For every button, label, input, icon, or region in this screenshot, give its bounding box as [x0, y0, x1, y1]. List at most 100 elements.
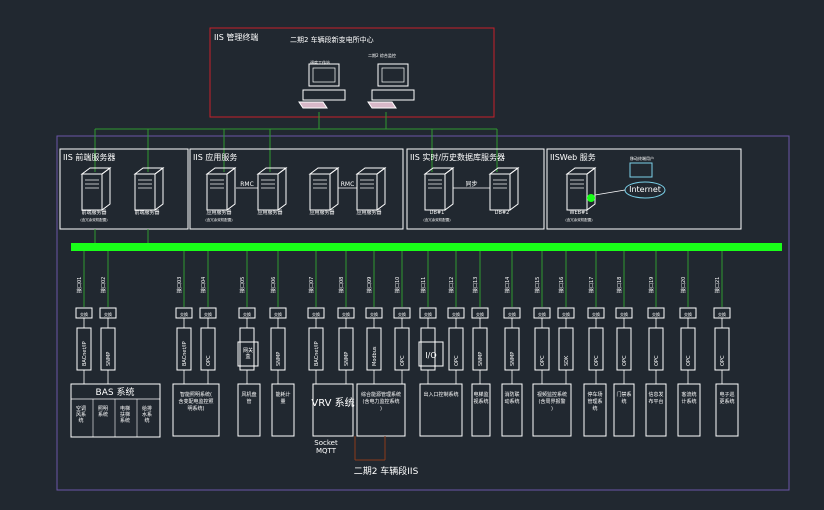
server-1-0-icon [205, 167, 237, 211]
drop-label-8: 接口09 [366, 277, 373, 293]
server-1-2-icon [308, 167, 340, 211]
bas-sub-3: 给排水系统 [142, 405, 152, 424]
subsystem-13-frame [715, 383, 739, 437]
server-link-label-2-0: 同步 [465, 180, 477, 188]
gateway-label-0: BACnet/IP [82, 341, 88, 366]
outer-system-frame [56, 135, 790, 491]
server-side [509, 167, 519, 211]
gateway-label-5: SNMP [276, 352, 282, 366]
node-label-9: 交换 [398, 311, 406, 317]
drop-label-14: 接口15 [534, 277, 541, 293]
node-label-11: 交换 [452, 311, 460, 317]
gateway-label-15: SDK [564, 355, 570, 366]
node-label-14: 交换 [538, 311, 546, 317]
subsystem-9-frame [583, 383, 607, 437]
server-1-3-icon [355, 167, 387, 211]
gateway-box-10 [420, 327, 436, 371]
workstation-1-icon [298, 63, 346, 109]
subsystem-2-label: 能耗计量 [275, 391, 290, 405]
server-2-0-icon [423, 167, 455, 211]
server-front [134, 173, 156, 211]
gateway-label-1: SNMP [106, 352, 112, 366]
server-side [101, 167, 111, 211]
server-0-0-icon [80, 167, 112, 211]
gateway-label-17: OPC [622, 355, 628, 366]
subsystem-10-label: 门禁系统 [616, 391, 631, 405]
server-1-1-label: 应用服务器 [257, 209, 282, 216]
drop-label-11: 接口12 [448, 277, 455, 293]
node-label-8: 交换 [370, 311, 378, 317]
server-link-label-1-0: RMC [240, 181, 254, 188]
bottom-label: 二期2 车辆段IIS [354, 465, 419, 477]
node-label-5: 交换 [274, 311, 282, 317]
subsystem-5-frame [419, 383, 463, 437]
server-group-1-title: IIS 应用服务 [193, 152, 237, 162]
monitor [308, 63, 340, 87]
subsystem-1-label: 风机盘管 [241, 391, 256, 405]
drop-label-3: 接口04 [200, 277, 207, 293]
monitor-screen [312, 67, 336, 83]
server-side [376, 167, 386, 211]
gateway-label-12: SNMP [478, 352, 484, 366]
subsystem-7-label: 消防联动系统 [504, 391, 519, 405]
subsystem-8-label: 视频监控系统(含周界报警) [537, 391, 567, 412]
node-detail-box [237, 341, 259, 367]
server-side [154, 167, 164, 211]
gateway-label-7: SNMP [344, 352, 350, 366]
keyboard [298, 101, 328, 109]
server-side [226, 167, 236, 211]
node-label-0: 交换 [80, 311, 88, 317]
server-0-0-sub: (含冗余双机配置) [80, 217, 108, 222]
node-label-4: 交换 [243, 311, 251, 317]
server-group-1-frame [189, 148, 404, 230]
server-front [424, 173, 446, 211]
gateway-label-20: OPC [720, 355, 726, 366]
management-center-label: 二期2 车辆段新变电所中心 [290, 35, 374, 44]
subsystem-9-label: 停车场管理系统 [587, 391, 602, 412]
network-backbone [71, 243, 782, 251]
server-front [566, 173, 588, 211]
drop-label-12: 接口13 [472, 277, 479, 293]
server-front [81, 173, 103, 211]
subsystem-6-frame [471, 383, 491, 437]
subsystem-4-frame [356, 383, 406, 437]
bas-sub-2: 电梯扶梯系统 [120, 405, 130, 424]
drop-label-4: 接口05 [239, 277, 246, 293]
server-2-0-sub: (含冗余双机配置) [423, 217, 451, 222]
subsystem-2-frame [271, 383, 295, 437]
server-front [257, 173, 279, 211]
drop-label-13: 接口14 [504, 277, 511, 293]
drop-label-15: 接口16 [558, 277, 565, 293]
io-label: I/O [425, 351, 436, 360]
drop-label-19: 接口20 [680, 277, 687, 293]
server-side [586, 167, 596, 211]
bas-title: BAS 系统 [96, 386, 135, 398]
subsystem-7-frame [501, 383, 523, 437]
subsystem-10-frame [613, 383, 635, 437]
server-1-0-sub: (含冗余双机配置) [205, 217, 233, 222]
io-box [418, 341, 444, 367]
gateway-label-11: OPC [454, 355, 460, 366]
subsystem-0-label: 智能照明系统(含变配电监控照明系统) [178, 391, 213, 412]
server-group-2-frame [406, 148, 545, 230]
node-label-2: 交换 [180, 311, 188, 317]
internet-client-label: 移动终端用户 [630, 155, 654, 161]
gateway-label-16: OPC [594, 355, 600, 366]
server-group-3-frame [546, 148, 742, 230]
server-side [444, 167, 454, 211]
desktop-case [302, 89, 346, 101]
gateway-label-8: Modbus [372, 346, 378, 366]
server-3-0-sub: (含冗余双机配置) [565, 217, 593, 222]
server-2-1-icon [488, 167, 520, 211]
node-label-1: 交换 [104, 311, 112, 317]
management-left-label: IIS 管理终端 [214, 32, 258, 42]
server-1-0-label: 应用服务器 [206, 209, 231, 216]
server-1-2-label: 应用服务器 [309, 209, 334, 216]
workstation-2-icon [367, 63, 415, 109]
bas-sub-1: 照明系统 [98, 406, 108, 418]
internet-label: Internet [629, 185, 661, 194]
node-label-17: 交换 [620, 311, 628, 317]
node-label-13: 交换 [508, 311, 516, 317]
node-label-16: 交换 [592, 311, 600, 317]
server-2-1-label: DB#2 [495, 210, 510, 216]
